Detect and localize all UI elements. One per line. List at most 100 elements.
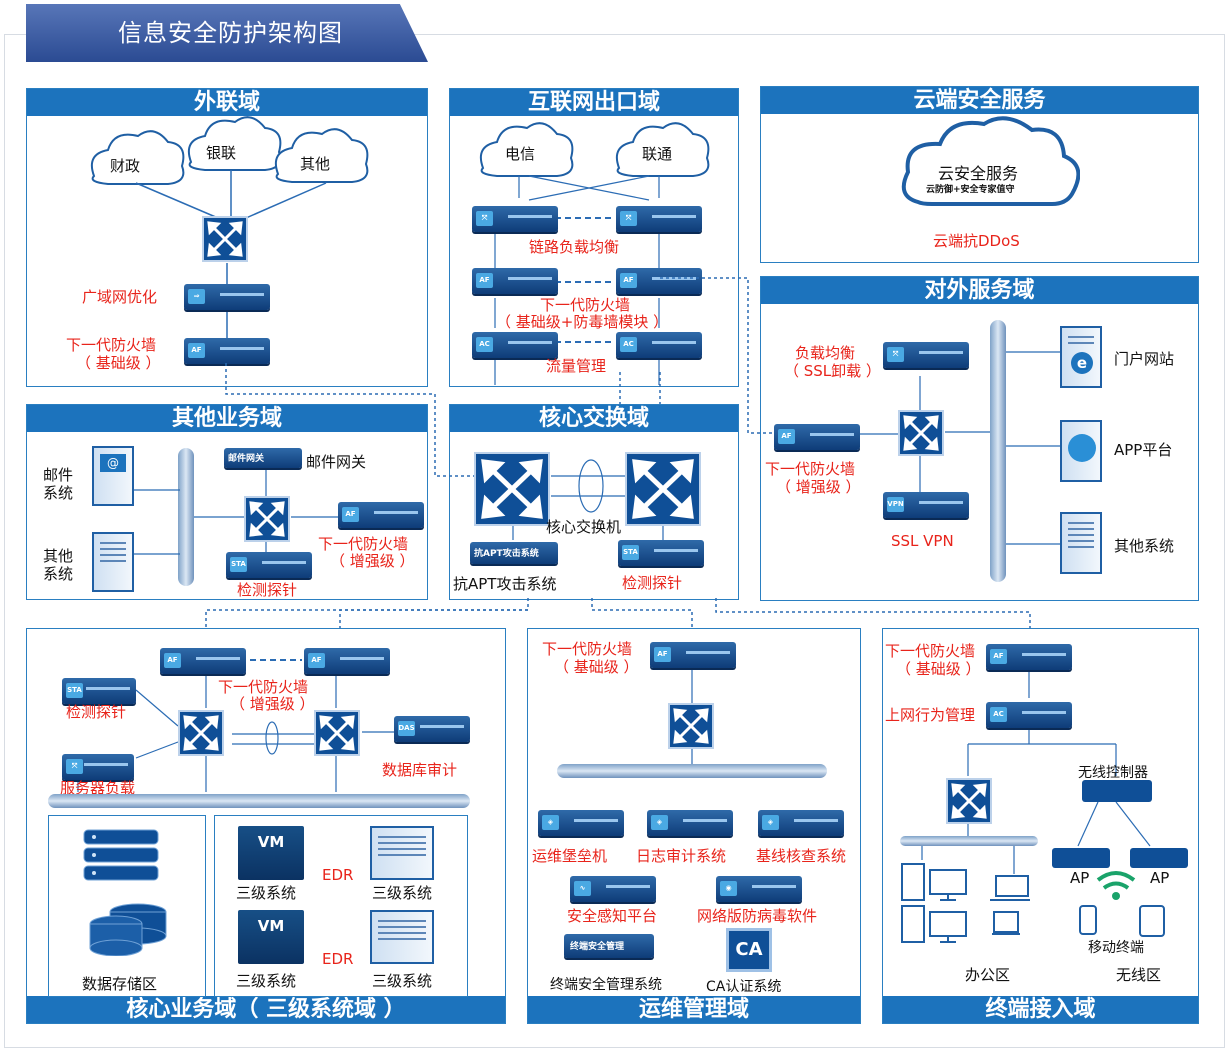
baseline-device[interactable]: ◈ bbox=[758, 810, 844, 836]
public-fw-label-1: 下一代防火墙 bbox=[765, 460, 856, 478]
public-lb-label-2: （ SSL卸载 ） bbox=[784, 362, 881, 380]
wan-opt-label: 广域网优化 bbox=[82, 288, 158, 306]
terminal-links bbox=[921, 668, 1151, 874]
vm-label-bottom: VM bbox=[257, 917, 285, 935]
public-switch[interactable] bbox=[898, 410, 944, 456]
core-switch-left[interactable] bbox=[474, 452, 550, 526]
vm-icon-top[interactable]: VM bbox=[238, 826, 304, 880]
core-biz-fw-label-2: （ 增强级 ） bbox=[230, 695, 315, 713]
ap-right-device[interactable] bbox=[1130, 848, 1188, 868]
mobile-devices-icon bbox=[1079, 905, 1165, 937]
ops-fw-label-2: （ 基础级 ） bbox=[554, 658, 639, 676]
term-fw-device[interactable]: AF bbox=[986, 644, 1072, 670]
apt-label: 抗APT攻击系统 bbox=[453, 575, 557, 593]
ap-left-device[interactable] bbox=[1052, 848, 1110, 868]
vm-label-top: VM bbox=[257, 833, 285, 851]
office-switch[interactable] bbox=[946, 778, 992, 824]
other-system-label: 其他系统 bbox=[1114, 537, 1175, 555]
ca-icon[interactable]: CA bbox=[726, 928, 772, 972]
mail-server-icon[interactable]: @ bbox=[92, 446, 134, 506]
core-biz-switch-right[interactable] bbox=[314, 710, 360, 756]
mail-gateway-label: 邮件网关 bbox=[306, 453, 367, 471]
server-lb-device[interactable]: ⤧ bbox=[62, 754, 134, 780]
flow-mgmt-device-left[interactable]: AC bbox=[472, 332, 558, 358]
external-fw-label-1: 下一代防火墙 bbox=[66, 336, 157, 354]
wan-optimizer-device[interactable]: ⇒ bbox=[184, 284, 270, 310]
mail-gateway-device[interactable]: 邮件网关 bbox=[224, 448, 302, 468]
core-biz-fw-label-1: 下一代防火墙 bbox=[218, 678, 309, 696]
storage-panel bbox=[48, 815, 206, 997]
flow-mgmt-device-right[interactable]: AC bbox=[616, 332, 702, 358]
other-business-fw-label-2: （ 增强级 ） bbox=[330, 552, 415, 570]
portal-server-icon[interactable]: e bbox=[1060, 326, 1102, 388]
apt-badge: 抗APT攻击系统 bbox=[474, 549, 539, 559]
wlc-device[interactable] bbox=[1082, 780, 1152, 802]
core-biz-switch-left[interactable] bbox=[178, 710, 224, 756]
public-lb-device[interactable]: ⤧ bbox=[883, 342, 969, 368]
sys-label-server-top: 三级系统 bbox=[372, 884, 433, 902]
apt-device[interactable]: 抗APT攻击系统 bbox=[470, 542, 558, 564]
other-business-switch[interactable] bbox=[244, 496, 290, 542]
edr-label-top: EDR bbox=[322, 866, 354, 884]
other-server-icon[interactable] bbox=[92, 532, 134, 592]
core-biz-fw-device-right[interactable]: AF bbox=[304, 648, 390, 674]
core-switch-label: 核心交换机 bbox=[546, 518, 622, 536]
ca-badge: CA bbox=[735, 939, 763, 960]
core-probe-device[interactable]: STA bbox=[618, 540, 704, 566]
zone-ops-head: 运维管理域 bbox=[528, 996, 860, 1023]
internet-fw-device-left[interactable]: AF bbox=[472, 268, 558, 294]
core-biz-probe-device[interactable]: STA bbox=[62, 678, 136, 704]
core-biz-bus bbox=[48, 794, 470, 808]
other-system-server-icon[interactable] bbox=[1060, 512, 1102, 574]
storage-label: 数据存储区 bbox=[82, 975, 158, 993]
internet-fw-device-right[interactable]: AF bbox=[616, 268, 702, 294]
internet-fw-label-1: 下一代防火墙 bbox=[540, 296, 631, 314]
mobile-label: 移动终端 bbox=[1088, 940, 1144, 956]
external-firewall-device[interactable]: AF bbox=[184, 338, 270, 364]
diagram-frame bbox=[4, 34, 1225, 1048]
behavior-mgmt-device[interactable]: AC bbox=[986, 702, 1072, 728]
ssl-vpn-label: SSL VPN bbox=[891, 532, 954, 550]
sys-server-top[interactable] bbox=[370, 826, 434, 880]
external-switch[interactable] bbox=[202, 216, 248, 262]
other-business-bus bbox=[178, 448, 194, 586]
zone-core-switch-head: 核心交换域 bbox=[450, 405, 738, 432]
app-platform-server-icon[interactable] bbox=[1060, 420, 1102, 482]
other-system2-label-1: 其他 bbox=[43, 547, 74, 565]
sip-device[interactable]: ∿ bbox=[570, 876, 656, 902]
core-biz-fw-device-left[interactable]: AF bbox=[160, 648, 246, 674]
other-business-probe-device[interactable]: STA bbox=[226, 552, 312, 578]
terminal-mgmt-device[interactable]: 终端安全管理 bbox=[564, 934, 654, 958]
zone-external-head: 外联域 bbox=[27, 89, 427, 116]
wlc-label: 无线控制器 bbox=[1078, 765, 1148, 781]
cloud-security-cloud bbox=[901, 116, 1080, 206]
bastion-device[interactable]: ◈ bbox=[538, 810, 624, 836]
cloud-label-finance: 财政 bbox=[110, 157, 141, 175]
sys-label-server-bottom: 三级系统 bbox=[372, 972, 433, 990]
link-lb-label: 链路负载均衡 bbox=[529, 238, 620, 256]
link-lb-device-left[interactable]: ⤧ bbox=[472, 206, 558, 232]
public-fw-device[interactable]: AF bbox=[774, 424, 860, 450]
zone-other-business-head: 其他业务域 bbox=[27, 405, 427, 432]
vm-icon-bottom[interactable]: VM bbox=[238, 910, 304, 964]
antivirus-device[interactable]: ◉ bbox=[716, 876, 802, 902]
ssl-vpn-device[interactable]: VPN bbox=[883, 492, 969, 518]
ops-fw-label-1: 下一代防火墙 bbox=[542, 640, 633, 658]
log-audit-device[interactable]: ◈ bbox=[647, 810, 733, 836]
ap-left-label: AP bbox=[1070, 869, 1090, 887]
other-business-fw-device[interactable]: AF bbox=[338, 502, 424, 528]
sys-server-bottom[interactable] bbox=[370, 910, 434, 964]
link-lb-device-right[interactable]: ⤧ bbox=[616, 206, 702, 232]
public-service-bus bbox=[990, 320, 1006, 582]
external-clouds bbox=[90, 116, 369, 338]
mail-system-label-2: 系统 bbox=[43, 484, 74, 502]
ops-switch[interactable] bbox=[668, 703, 714, 749]
edr-label-bottom: EDR bbox=[322, 950, 354, 968]
core-switch-right[interactable] bbox=[625, 452, 701, 526]
public-service-links bbox=[860, 351, 1062, 545]
other-business-fw-label-1: 下一代防火墙 bbox=[318, 535, 409, 553]
ops-fw-device[interactable]: AF bbox=[650, 642, 736, 668]
page-title: 信息安全防护架构图 bbox=[26, 4, 428, 62]
db-audit-device[interactable]: DAS bbox=[394, 716, 470, 742]
